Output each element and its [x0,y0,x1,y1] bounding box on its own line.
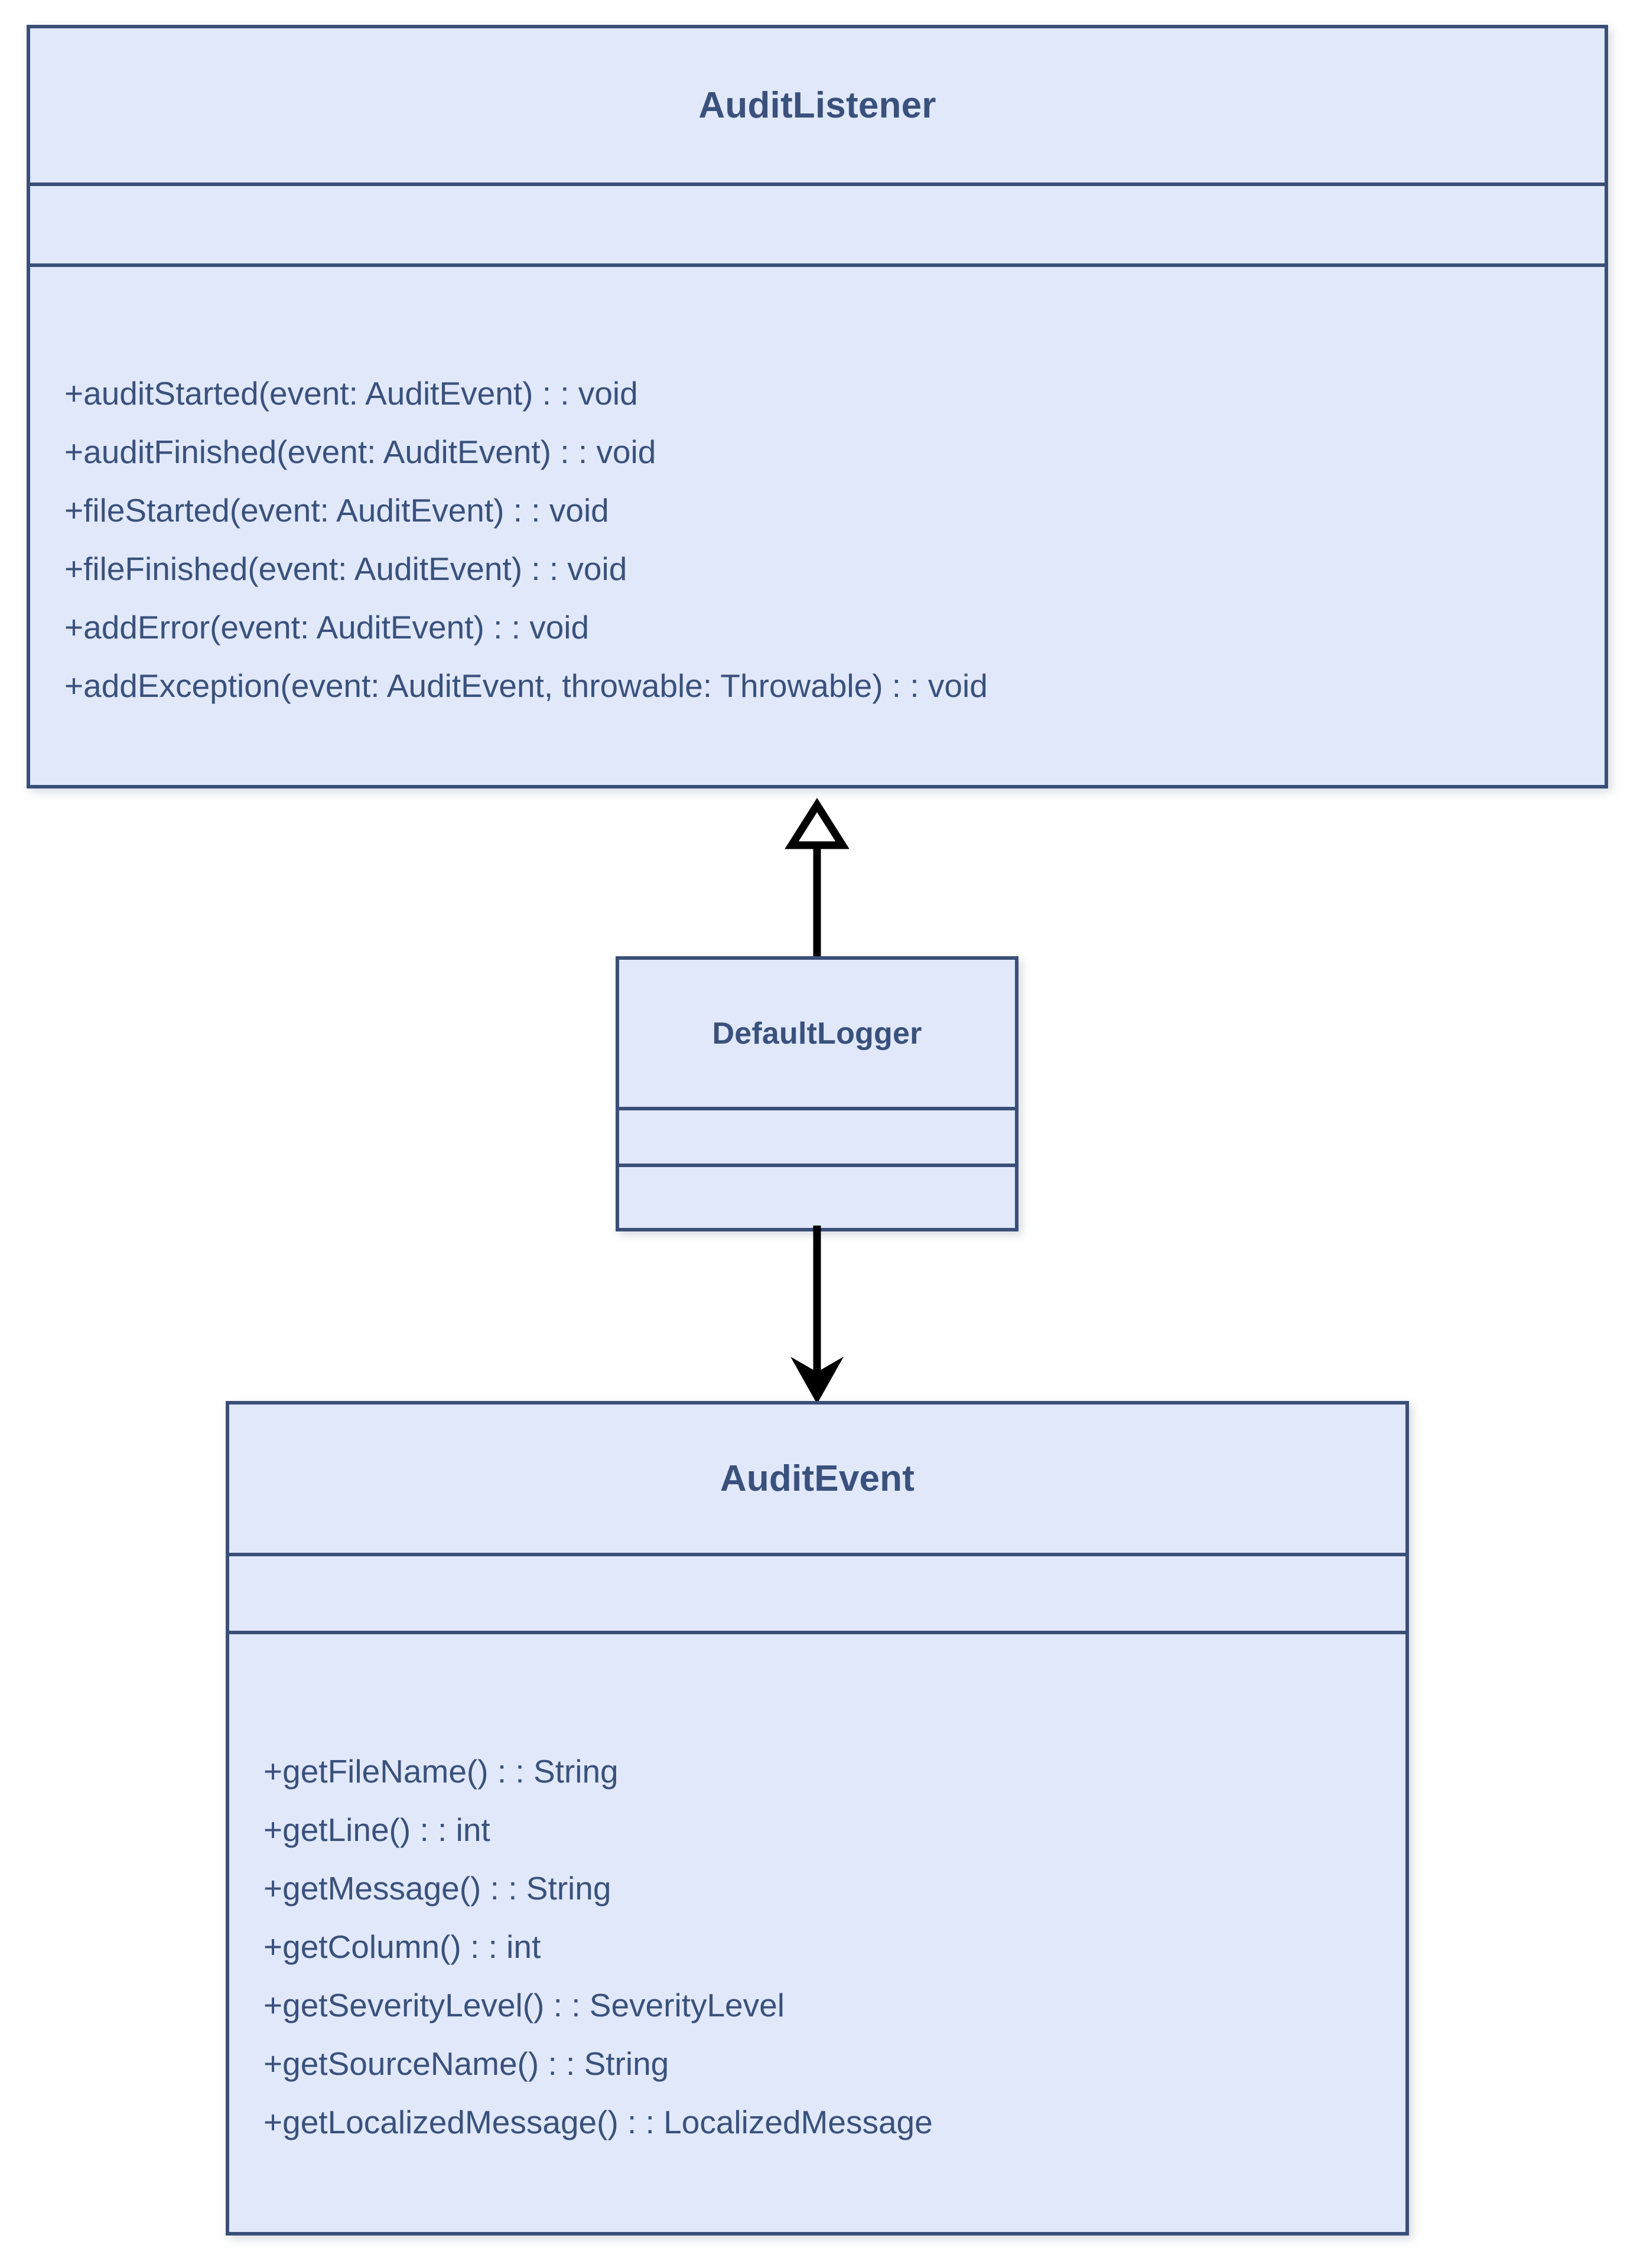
connector-generalization-defaultlogger-to-auditlistener [785,797,850,966]
class-name-auditevent: AuditEvent [720,1458,915,1499]
class-methods-compartment-defaultlogger [619,1164,1015,1228]
class-attributes-compartment-defaultlogger [619,1107,1015,1164]
class-title-compartment-auditlistener: AuditListener [30,28,1605,183]
class-method: +auditFinished(event: AuditEvent) : : vo… [64,433,656,470]
class-name-auditlistener: AuditListener [698,85,936,126]
uml-class-defaultlogger[interactable]: DefaultLogger [616,956,1019,1231]
class-title-compartment-auditevent: AuditEvent [229,1405,1405,1553]
class-attributes-compartment-auditlistener [30,183,1605,263]
class-method: +getSourceName() : : String [263,2045,669,2082]
class-method: +addError(event: AuditEvent) : : void [64,608,590,646]
class-method: +getLocalizedMessage() : : LocalizedMess… [263,2103,933,2140]
class-method: +fileFinished(event: AuditEvent) : : voi… [64,550,627,587]
uml-class-auditevent[interactable]: AuditEvent +getFileName() : : String +ge… [226,1401,1409,2236]
class-method: +fileStarted(event: AuditEvent) : : void [64,491,609,529]
class-title-compartment-defaultlogger: DefaultLogger [619,960,1015,1107]
solid-arrowhead-icon [790,1357,844,1404]
class-method: +getMessage() : : String [263,1869,611,1907]
uml-class-auditlistener[interactable]: AuditListener +auditStarted(event: Audit… [27,25,1608,788]
hollow-triangle-arrowhead-icon [785,797,850,849]
connector-dependency-defaultlogger-to-auditevent [790,1226,844,1404]
class-method: +auditStarted(event: AuditEvent) : : voi… [64,374,638,412]
class-name-defaultlogger: DefaultLogger [712,1016,922,1051]
class-method: +getSeverityLevel() : : SeverityLevel [263,1986,785,2023]
class-method: +getColumn() : : int [263,1928,541,1965]
class-method: +getFileName() : : String [263,1752,619,1790]
class-methods-compartment-auditevent: +getFileName() : : String +getLine() : :… [229,1631,1405,2232]
class-method: +addException(event: AuditEvent, throwab… [64,667,988,704]
class-attributes-compartment-auditevent [229,1553,1405,1631]
class-method: +getLine() : : int [263,1811,490,1848]
class-methods-compartment-auditlistener: +auditStarted(event: AuditEvent) : : voi… [30,263,1605,785]
